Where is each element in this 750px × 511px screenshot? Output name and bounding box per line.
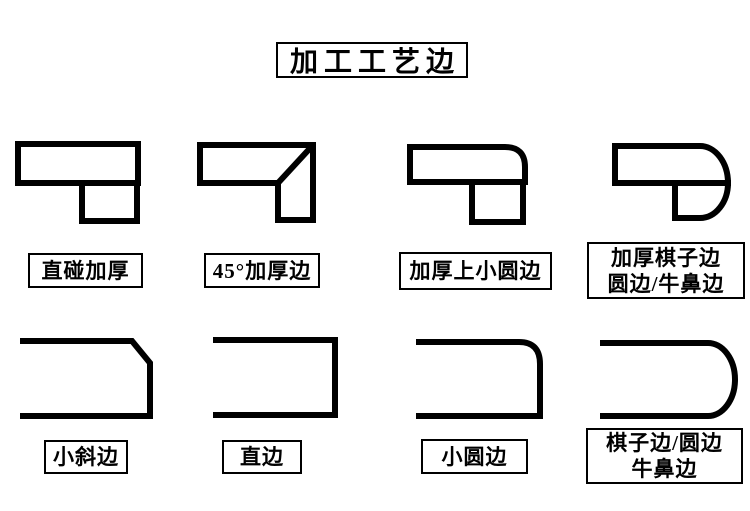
label-thickened-bullnose-line2: 圆边/牛鼻边 (607, 271, 725, 296)
thickening-strip-outline (79, 180, 140, 224)
butt-joint-thickened-edge-icon (15, 141, 141, 224)
label-box-thickened-small-round-top: 加厚上小圆边 (399, 252, 552, 290)
figure-thickened-small-round-top (407, 144, 531, 228)
top-slab-outline (15, 141, 141, 186)
label-small-round: 小圆边 (441, 444, 508, 469)
label-box-thickened-bullnose: 加厚棋子边 圆边/牛鼻边 (587, 242, 745, 299)
label-box-small-bevel: 小斜边 (44, 440, 128, 474)
round-corner-slab-outline (416, 339, 543, 419)
thickened-bullnose-round-edge-icon (612, 143, 732, 221)
label-box-straight-edge: 直边 (222, 440, 302, 474)
small-round-edge-icon (416, 339, 543, 419)
label-bullnose-line1: 棋子边/圆边 (606, 431, 723, 455)
label-small-bevel: 小斜边 (53, 445, 119, 469)
label-thickened-small-round-top: 加厚上小圆边 (409, 259, 542, 283)
label-thickened-bullnose-line1: 加厚棋子边 (611, 245, 721, 270)
figure-small-bevel (17, 338, 157, 422)
straight-edge-icon (213, 337, 338, 418)
thickened-small-round-top-edge-icon (407, 144, 528, 225)
figure-small-round (413, 339, 547, 423)
label-bullnose-line2: 牛鼻边 (631, 457, 698, 481)
label-butt-joint-thickened: 直碰加厚 (41, 258, 130, 283)
figure-straight-edge (210, 337, 340, 421)
top-slab-rounded-corner-outline (407, 144, 528, 185)
label-box-small-round: 小圆边 (421, 439, 528, 474)
thickening-strip-bullnose-outline (672, 180, 732, 221)
label-45-degree-thickened: 45°加厚边 (212, 258, 312, 283)
top-slab-bullnose-outline (612, 143, 732, 186)
beveled-slab-outline (20, 338, 153, 419)
label-box-bullnose: 棋子边/圆边 牛鼻边 (586, 428, 743, 484)
mitered-slab-outline (197, 142, 316, 223)
figure-bullnose (597, 338, 739, 422)
figure-45-degree-thickened (197, 142, 319, 226)
label-box-45-degree-thickened: 45°加厚边 (204, 253, 320, 288)
figure-thickened-bullnose (612, 143, 734, 225)
bullnose-slab-outline (600, 340, 738, 419)
45-degree-mitered-thickened-edge-icon (197, 142, 316, 223)
thickening-strip-outline (469, 179, 526, 225)
straight-slab-outline (213, 337, 338, 418)
diagram-title-box: 加工工艺边 (276, 42, 468, 78)
bullnose-round-edge-icon (600, 340, 738, 419)
label-box-butt-joint-thickened: 直碰加厚 (28, 253, 143, 288)
diagram-title: 加工工艺边 (289, 47, 460, 78)
miter-joint-line (275, 142, 316, 186)
small-bevel-edge-icon (20, 338, 153, 419)
figure-butt-joint-thickened (15, 141, 143, 225)
label-straight-edge: 直边 (240, 445, 284, 469)
